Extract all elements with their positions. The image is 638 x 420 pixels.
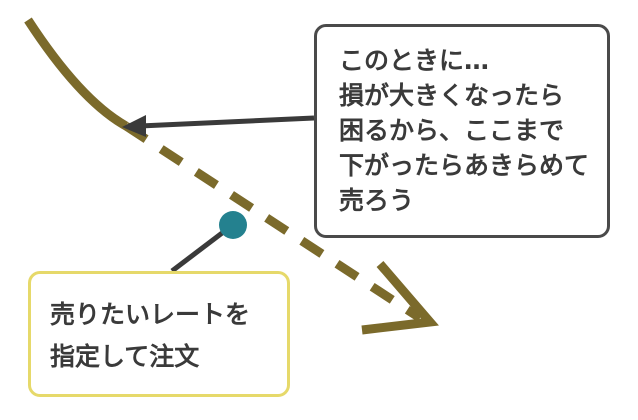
price-trend-solid-line (24, 17, 129, 130)
stop-loss-explanation-callout: このときに… 損が大きくなったら 困るから、ここまで 下がったらあきらめて 売ろ… (314, 24, 610, 238)
sell-order-callout: 売りたいレートを 指定して注文 (28, 271, 290, 397)
callout-top-line-5: 売ろう (339, 186, 415, 215)
price-trend-arrowhead (361, 261, 439, 335)
price-trend-dashed-line (123, 122, 423, 322)
callout-pointer-line (139, 115, 315, 129)
callout-bottom-line-2: 指定して注文 (50, 342, 200, 371)
callout-pointer-arrowhead (122, 115, 146, 137)
callout-top-line-2: 損が大きくなったら (339, 81, 565, 110)
callout-bottom-line-1: 売りたいレートを (50, 300, 251, 329)
callout-top-line-3: 困るから、ここまで (339, 116, 565, 145)
order-point-connector (170, 225, 232, 273)
callout-top-line-4: 下がったらあきらめて (339, 151, 590, 180)
callout-top-line-1: このときに… (339, 46, 490, 75)
order-point-marker (219, 211, 247, 239)
